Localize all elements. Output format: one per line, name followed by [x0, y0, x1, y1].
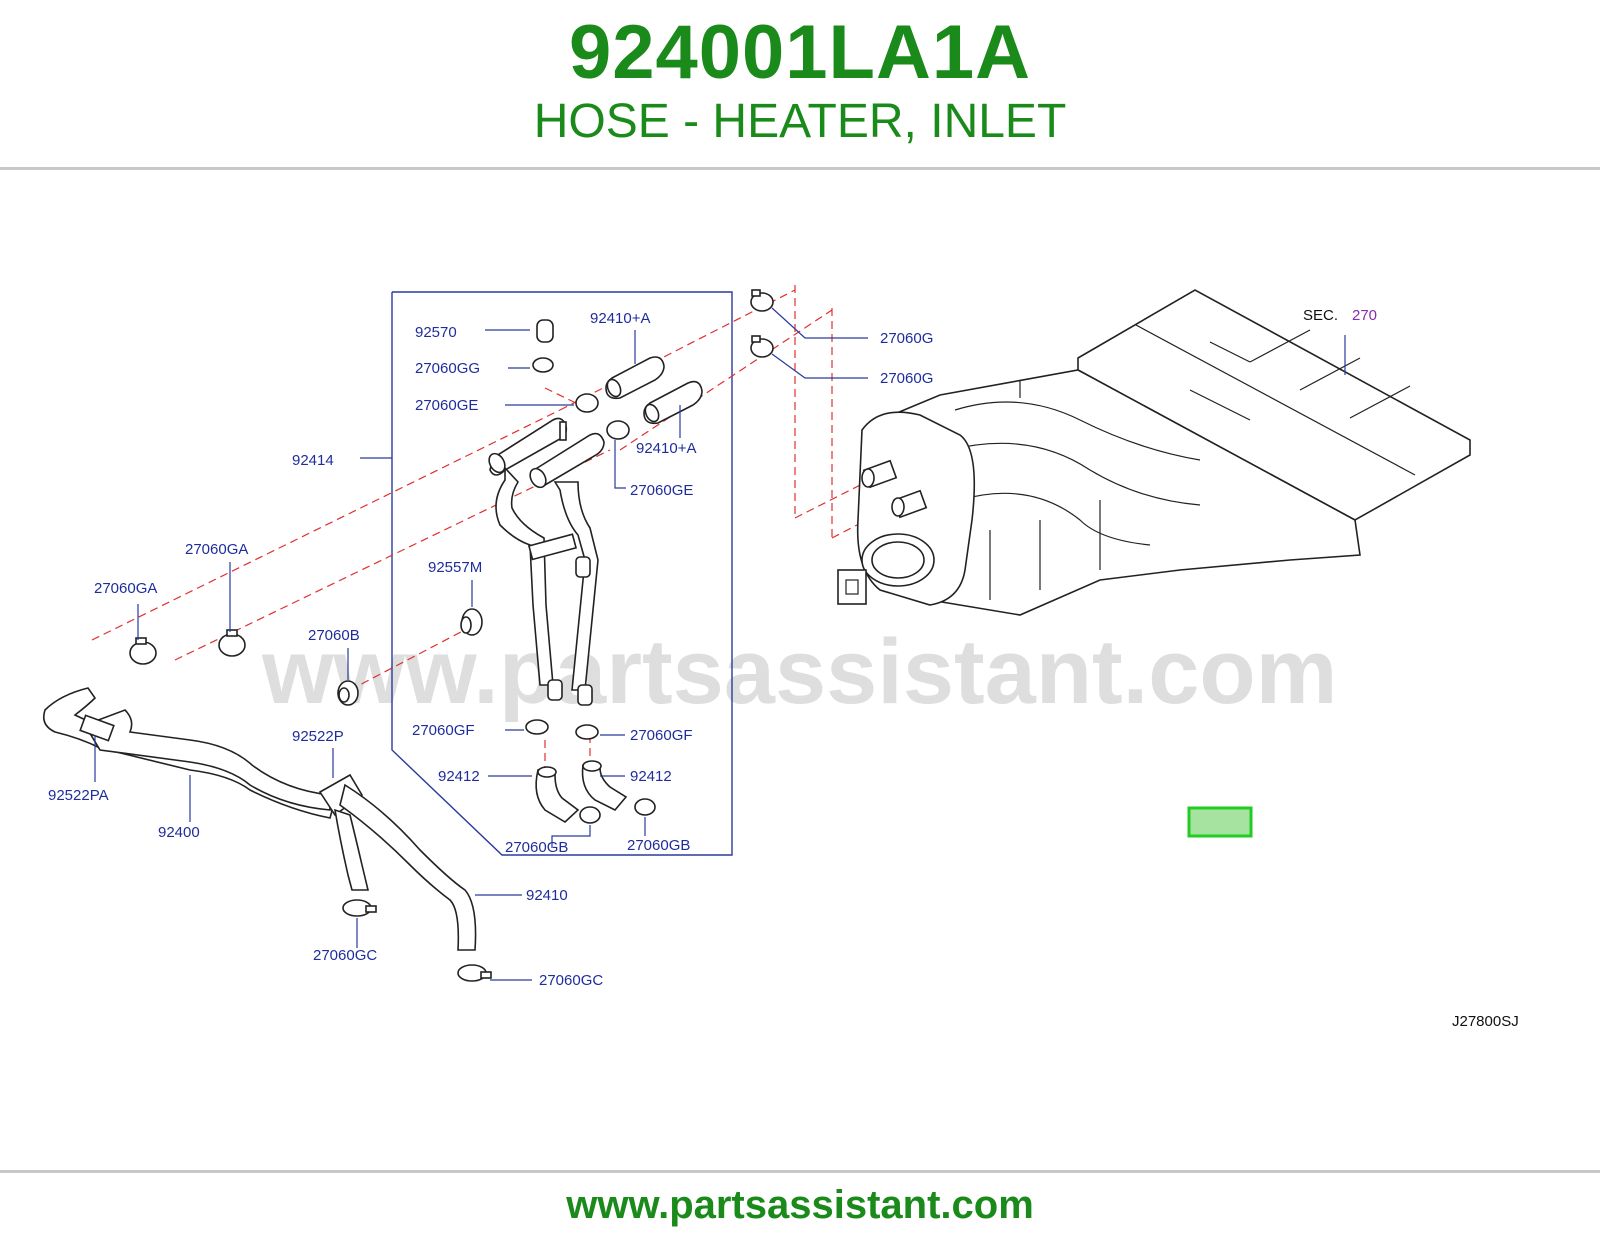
cap-92570[interactable] — [536, 319, 554, 343]
clamp-27060GA-left[interactable] — [129, 637, 157, 665]
grommet-92557M[interactable] — [460, 608, 483, 636]
clamp-27060G-upper[interactable] — [750, 289, 774, 312]
clamp-27060GE-lower[interactable] — [606, 420, 630, 440]
dashed-line — [619, 309, 833, 451]
callout-27060GA-1[interactable]: 27060GA — [94, 580, 157, 597]
callout-92414[interactable]: 92414 — [292, 452, 334, 469]
callout-92570[interactable]: 92570 — [415, 324, 457, 341]
engine-intake-assembly — [837, 289, 1471, 616]
callout-92557M[interactable]: 92557M — [428, 559, 482, 576]
clamp-27060GF-left[interactable] — [525, 719, 549, 735]
drawing-code: J27800SJ — [1452, 1013, 1519, 1030]
callout-92410A-1[interactable]: 92410+A — [590, 310, 650, 327]
callout-27060GF-1[interactable]: 27060GF — [412, 722, 475, 739]
callout-27060B[interactable]: 27060B — [308, 627, 360, 644]
pipe-assembly-92414[interactable] — [486, 417, 605, 706]
callout-27060GF-2[interactable]: 27060GF — [630, 727, 693, 744]
callout-27060G-1[interactable]: 27060G — [880, 330, 933, 347]
leader-27060G-2 — [771, 353, 868, 379]
parts-diagram: www.partsassistant.com — [0, 270, 1600, 1080]
hose-92410A-upper[interactable] — [605, 356, 665, 400]
callout-92412-1[interactable]: 92412 — [438, 768, 480, 785]
clamp-27060GC-right[interactable] — [457, 964, 492, 982]
clamp-27060GG[interactable] — [532, 357, 554, 373]
part-number-title: 924001LA1A — [568, 10, 1032, 95]
hose-92410A-lower[interactable] — [643, 380, 703, 425]
leader-27060G-1 — [771, 307, 868, 339]
diagram-svg: www.partsassistant.com — [0, 270, 1600, 1060]
highlight-marker[interactable] — [1187, 806, 1253, 838]
callout-27060GC-1[interactable]: 27060GC — [313, 947, 377, 964]
watermark-text: www.partsassistant.com — [261, 621, 1337, 723]
callout-27060GA-2[interactable]: 27060GA — [185, 541, 248, 558]
footer-divider — [0, 1170, 1600, 1173]
callout-27060GE-1[interactable]: 27060GE — [415, 397, 478, 414]
callout-92412-2[interactable]: 92412 — [630, 768, 672, 785]
leader-27060GE-2 — [614, 440, 626, 489]
footer-website-link[interactable]: www.partsassistant.com — [566, 1183, 1034, 1227]
callout-27060GB-2[interactable]: 27060GB — [627, 837, 690, 854]
hose-92412-left[interactable] — [535, 766, 580, 823]
hose-92412-right[interactable] — [581, 760, 628, 811]
section-ref-link[interactable]: 270 — [1352, 307, 1377, 324]
callout-92410[interactable]: 92410 — [526, 887, 568, 904]
dashed-line — [544, 387, 581, 406]
dashed-line — [349, 621, 481, 691]
clamp-27060G-lower[interactable] — [750, 335, 774, 358]
callout-27060GE-2[interactable]: 27060GE — [630, 482, 693, 499]
hose-92400[interactable] — [42, 687, 364, 819]
clamp-27060GC-left[interactable] — [342, 899, 377, 917]
dashed-line — [174, 449, 611, 661]
subassembly-box — [391, 291, 733, 856]
page-header: 924001LA1A HOSE - HEATER, INLET — [0, 0, 1600, 168]
callout-92410A-2[interactable]: 92410+A — [636, 440, 696, 457]
clamp-27060GB-left[interactable] — [579, 806, 601, 824]
clamp-27060GF-right[interactable] — [575, 724, 599, 740]
callout-27060GG[interactable]: 27060GG — [415, 360, 480, 377]
plug-27060B[interactable] — [337, 680, 359, 706]
callout-27060GC-2[interactable]: 27060GC — [539, 972, 603, 989]
hose-92410[interactable] — [333, 783, 477, 951]
callout-27060GB-1[interactable]: 27060GB — [505, 839, 568, 856]
callout-92400[interactable]: 92400 — [158, 824, 200, 841]
dashed-line — [91, 409, 561, 641]
callout-92522PA[interactable]: 92522PA — [48, 787, 109, 804]
header-divider — [0, 167, 1600, 170]
leader-27060GB-1 — [551, 825, 591, 848]
callout-92522P[interactable]: 92522P — [292, 728, 344, 745]
section-ref-prefix: SEC. — [1303, 307, 1338, 324]
clamp-27060GE-upper[interactable] — [575, 393, 599, 413]
callout-27060G-2[interactable]: 27060G — [880, 370, 933, 387]
clamp-27060GB-right[interactable] — [634, 798, 656, 816]
clamp-27060GA-right[interactable] — [218, 629, 246, 657]
dashed-line — [559, 289, 796, 411]
part-description: HOSE - HEATER, INLET — [533, 95, 1067, 148]
